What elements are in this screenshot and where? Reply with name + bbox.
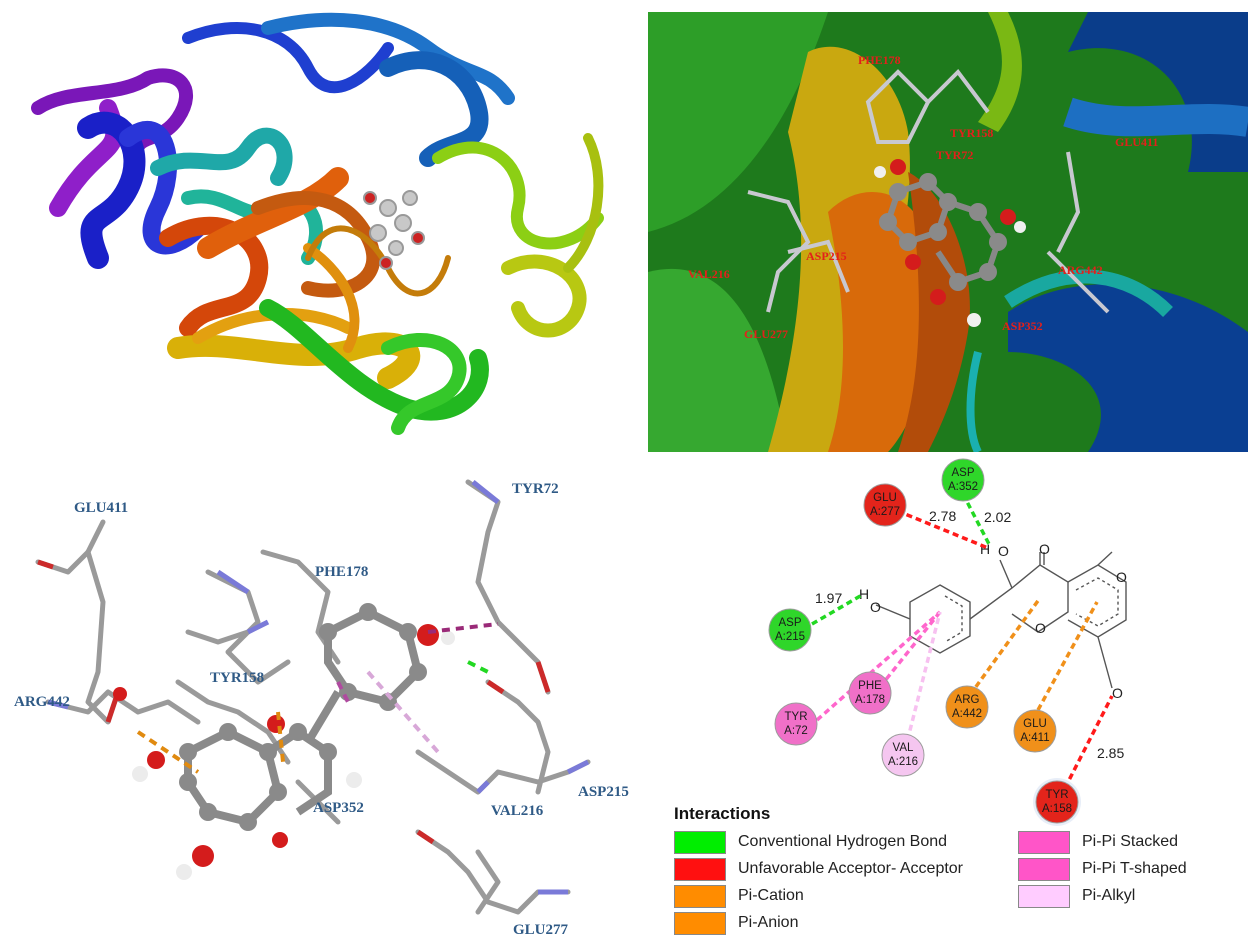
residue-asp352-name: ASP — [951, 467, 974, 479]
residue-asp215: ASP A:215 — [768, 608, 812, 652]
residue-val216-name: VAL — [893, 742, 914, 754]
atom-o-left: O — [870, 599, 881, 615]
line-tyr158 — [1063, 695, 1114, 789]
label-tyr72: TYR72 — [936, 148, 973, 162]
atom-h-left: H — [859, 586, 869, 602]
atom-o-bottom: O — [1112, 685, 1123, 701]
legend-label: Conventional Hydrogen Bond — [738, 833, 948, 850]
atom-o-top: O — [998, 543, 1009, 559]
legend-swatch — [1018, 884, 1070, 908]
legend-item-pi-pi-t-shaped: Pi-Pi T-shaped — [1018, 857, 1187, 881]
legend-label: Unfavorable Acceptor- Acceptor — [738, 860, 964, 877]
stick-label-tyr72: TYR72 — [512, 481, 559, 497]
label-val216: VAL216 — [688, 267, 730, 281]
legend-item-pi-pi-stacked: Pi-Pi Stacked — [1018, 830, 1178, 854]
ligand-skeleton — [875, 551, 1127, 689]
residue-val216: VAL A:216 — [881, 733, 925, 777]
legend-swatch — [1018, 857, 1070, 881]
stick-model-image: GLU411 TYR72 PHE178 TYR158 ARG442 ASP352… — [14, 479, 629, 938]
residue-tyr72-name: TYR — [785, 711, 808, 723]
residue-asp352-chain: A:352 — [948, 481, 978, 493]
legend-item-conventional-hbond: Conventional Hydrogen Bond — [674, 830, 947, 854]
residue-asp352: ASP A:352 — [941, 458, 985, 502]
atom-o-right: O — [1116, 569, 1127, 585]
label-glu411: GLU411 — [1115, 135, 1158, 149]
residue-arg442-name: ARG — [955, 694, 980, 706]
residue-arg442-chain: A:442 — [952, 708, 982, 720]
active-site-panel: PHE178 TYR158 TYR72 GLU411 VAL216 ASP215… — [648, 12, 1248, 452]
residue-val216-chain: A:216 — [888, 756, 918, 768]
legend-item-pi-anion: Pi-Anion — [674, 911, 798, 935]
residue-tyr72-chain: A:72 — [784, 725, 808, 737]
residue-glu277-name: GLU — [873, 492, 897, 504]
line-glu411 — [1036, 601, 1099, 711]
legend-swatch — [674, 911, 726, 935]
legend-swatch — [674, 884, 726, 908]
residue-glu411: GLU A:411 — [1013, 709, 1057, 753]
residue-phe178: PHE A:178 — [848, 671, 892, 715]
legend-swatch — [674, 857, 726, 881]
interaction-2d-panel: H O O O O H O O 2.78 2.02 1.97 2.85 ASP … — [648, 454, 1248, 942]
residue-phe178-chain: A:178 — [855, 694, 885, 706]
line-val216 — [903, 611, 942, 751]
legend-label: Pi-Alkyl — [1082, 887, 1136, 904]
residue-asp215-chain: A:215 — [775, 631, 805, 643]
legend-label: Pi-Anion — [738, 914, 799, 931]
residue-asp215-name: ASP — [778, 617, 801, 629]
legend-title: Interactions — [674, 804, 771, 823]
active-site-image: PHE178 TYR158 TYR72 GLU411 VAL216 ASP215… — [648, 12, 1248, 452]
protein-ribbon-image — [31, 12, 604, 435]
atom-o-ring: O — [1035, 620, 1046, 636]
dist-asp352: 2.02 — [984, 509, 1011, 525]
legend-swatch — [674, 830, 726, 854]
stick-label-glu411: GLU411 — [74, 500, 128, 516]
residue-tyr158: TYR A:158 — [1033, 778, 1081, 826]
label-asp352: ASP352 — [1002, 319, 1043, 333]
residue-arg442: ARG A:442 — [945, 685, 989, 729]
residue-glu277: GLU A:277 — [863, 483, 907, 527]
stick-label-phe178: PHE178 — [315, 564, 368, 580]
line-arg442 — [968, 596, 1042, 697]
label-arg442: ARG442 — [1058, 263, 1103, 277]
label-tyr158: TYR158 — [950, 126, 993, 140]
residue-tyr72: TYR A:72 — [774, 702, 818, 746]
residue-glu411-name: GLU — [1023, 718, 1047, 730]
label-phe178: PHE178 — [858, 53, 901, 67]
protein-ribbon-panel — [8, 8, 640, 440]
ligand-ball-stick — [874, 159, 1026, 327]
interaction-lines — [811, 493, 1114, 789]
stick-label-val216: VAL216 — [491, 803, 544, 819]
residue-glu411-chain: A:411 — [1020, 732, 1049, 744]
ligand-cluster — [363, 190, 425, 270]
legend-label: Pi-Pi Stacked — [1082, 833, 1179, 850]
line-glu277 — [887, 505, 989, 550]
legend-swatch — [1018, 830, 1070, 854]
legend-label: Pi-Cation — [738, 887, 804, 904]
stick-label-asp215: ASP215 — [578, 784, 629, 800]
dist-glu277: 2.78 — [929, 508, 956, 524]
label-asp215: ASP215 — [806, 249, 847, 263]
residue-tyr158-chain: A:158 — [1042, 803, 1072, 815]
residue-glu277-chain: A:277 — [870, 506, 900, 518]
stick-label-tyr158: TYR158 — [210, 670, 264, 686]
residue-tyr158-name: TYR — [1046, 789, 1069, 801]
interactions-legend: Interactions Conventional Hydrogen Bond … — [674, 804, 1234, 940]
dist-asp215: 1.97 — [815, 590, 842, 606]
line-tyr72 — [815, 610, 942, 722]
stick-model-panel: GLU411 TYR72 PHE178 TYR158 ARG442 ASP352… — [8, 462, 640, 940]
legend-item-pi-cation: Pi-Cation — [674, 884, 804, 908]
atom-o-carbonyl: O — [1039, 541, 1050, 557]
legend-item-pi-alkyl: Pi-Alkyl — [1018, 884, 1135, 908]
atom-h-top: H — [980, 541, 990, 557]
interaction-2d-diagram: H O O O O H O O 2.78 2.02 1.97 2.85 ASP … — [768, 458, 1127, 826]
legend-label: Pi-Pi T-shaped — [1082, 860, 1187, 877]
legend-item-unfavorable-acceptor: Unfavorable Acceptor- Acceptor — [674, 857, 963, 881]
label-glu277: GLU277 — [744, 327, 788, 341]
line-phe178 — [878, 610, 942, 689]
dist-tyr158: 2.85 — [1097, 745, 1124, 761]
stick-label-asp352: ASP352 — [313, 800, 364, 816]
residue-phe178-name: PHE — [858, 680, 882, 692]
stick-label-glu277: GLU277 — [513, 922, 569, 938]
stick-label-arg442: ARG442 — [14, 694, 70, 710]
